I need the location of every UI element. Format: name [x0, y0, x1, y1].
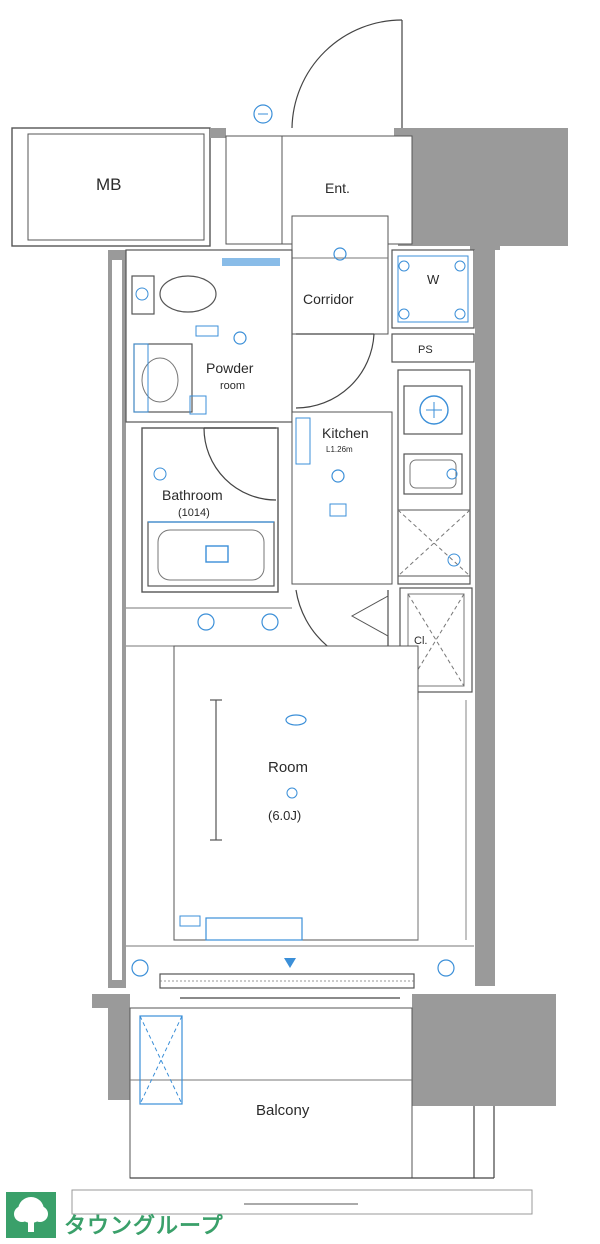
balcony	[71, 1007, 533, 1215]
label-powder: Powder	[206, 360, 254, 376]
label-w: W	[427, 272, 440, 287]
room-labels: MB Ent. Corridor W PS Powder room Kitche…	[96, 175, 440, 1119]
kitchen	[291, 369, 471, 585]
label-balcony: Balcony	[256, 1102, 310, 1119]
label-kitchen: Kitchen	[322, 425, 369, 441]
tree-logo-icon	[6, 1192, 56, 1238]
label-room: Room	[268, 759, 308, 776]
label-kitchen-sub: L1.26m	[326, 445, 353, 454]
hall-outlets	[126, 607, 398, 647]
label-powder-sub: room	[220, 380, 245, 392]
logo-text: タウングループ	[64, 1214, 224, 1239]
label-corridor: Corridor	[303, 291, 354, 307]
corridor-area	[291, 215, 389, 409]
main-room	[126, 645, 474, 977]
label-entrance: Ent.	[325, 180, 350, 196]
entrance-door	[225, 19, 413, 245]
label-ps: PS	[418, 344, 433, 356]
walls	[11, 127, 568, 1106]
label-room-size: (6.0J)	[268, 808, 301, 823]
washer-area	[391, 249, 475, 363]
label-closet: Cl.	[414, 635, 427, 647]
label-bathroom: Bathroom	[162, 487, 223, 503]
label-bathroom-sub: (1014)	[178, 507, 210, 519]
label-mb: MB	[96, 175, 122, 194]
bathroom	[141, 427, 279, 593]
powder-room	[125, 249, 293, 423]
balcony-window	[159, 973, 415, 999]
